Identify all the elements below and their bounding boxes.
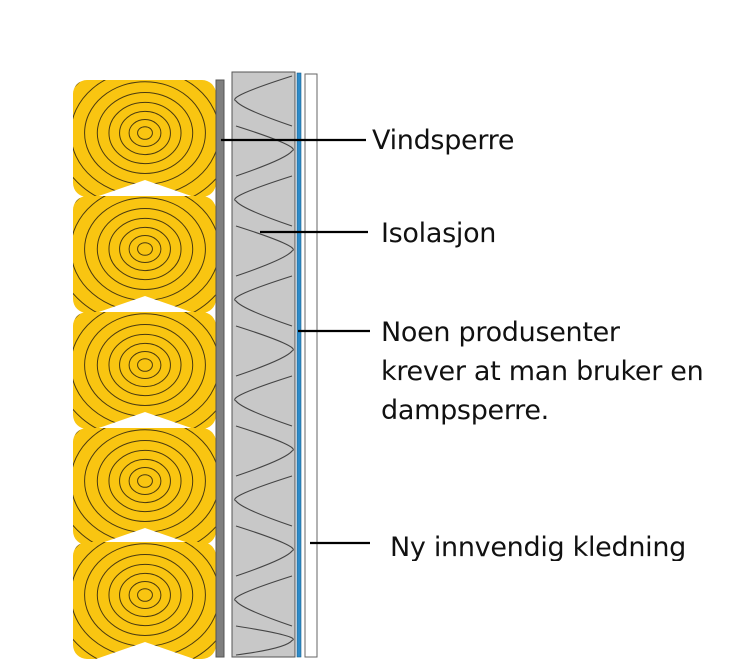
growth-ring bbox=[137, 358, 153, 372]
growth-ring bbox=[119, 110, 171, 156]
growth-ring bbox=[128, 119, 162, 147]
log bbox=[73, 428, 216, 545]
insulation-layer bbox=[231, 71, 296, 658]
log-notch bbox=[93, 642, 197, 659]
growth-ring bbox=[108, 101, 182, 165]
label-dampsperre: Noen produsenter krever at man bruker en… bbox=[381, 313, 704, 430]
growth-ring bbox=[128, 467, 162, 495]
growth-ring bbox=[96, 554, 194, 636]
insulation-wave bbox=[234, 75, 294, 656]
growth-ring bbox=[119, 342, 171, 388]
windbreak-layer bbox=[215, 79, 225, 658]
growth-ring bbox=[108, 217, 182, 281]
growth-ring bbox=[96, 92, 194, 174]
log-notch bbox=[93, 296, 197, 313]
growth-ring bbox=[119, 572, 171, 618]
growth-ring bbox=[128, 235, 162, 263]
label-kledning: Ny innvendig kledning bbox=[390, 532, 687, 561]
log-notch bbox=[93, 180, 197, 197]
growth-ring bbox=[108, 449, 182, 513]
label-kledning-clip: Ny innvendig kledning bbox=[390, 528, 686, 561]
log bbox=[73, 542, 216, 659]
growth-ring bbox=[137, 126, 153, 140]
growth-ring bbox=[108, 333, 182, 397]
vapor-barrier-layer bbox=[296, 72, 302, 658]
log-notch bbox=[93, 412, 197, 429]
growth-ring bbox=[128, 581, 162, 609]
label-dampsperre-line-2: krever at man bruker en bbox=[381, 356, 704, 387]
label-dampsperre-line-3: dampsperre. bbox=[381, 395, 549, 426]
growth-ring bbox=[96, 440, 194, 522]
log bbox=[73, 312, 216, 429]
growth-ring bbox=[137, 588, 153, 602]
growth-ring bbox=[119, 226, 171, 272]
log-notch bbox=[93, 528, 197, 545]
growth-ring bbox=[96, 208, 194, 290]
log bbox=[73, 80, 216, 197]
growth-ring bbox=[108, 563, 182, 627]
growth-ring bbox=[137, 242, 153, 256]
label-dampsperre-line-1: Noen produsenter bbox=[381, 317, 620, 348]
growth-ring bbox=[128, 351, 162, 379]
growth-ring bbox=[96, 324, 194, 406]
interior-cladding-layer bbox=[304, 73, 318, 658]
label-vindsperre: Vindsperre bbox=[372, 125, 515, 156]
log bbox=[73, 196, 216, 313]
label-isolasjon: Isolasjon bbox=[381, 218, 497, 249]
growth-ring bbox=[119, 458, 171, 504]
log-stack bbox=[73, 80, 216, 659]
growth-ring bbox=[137, 474, 153, 488]
insulation-pattern bbox=[234, 75, 294, 656]
